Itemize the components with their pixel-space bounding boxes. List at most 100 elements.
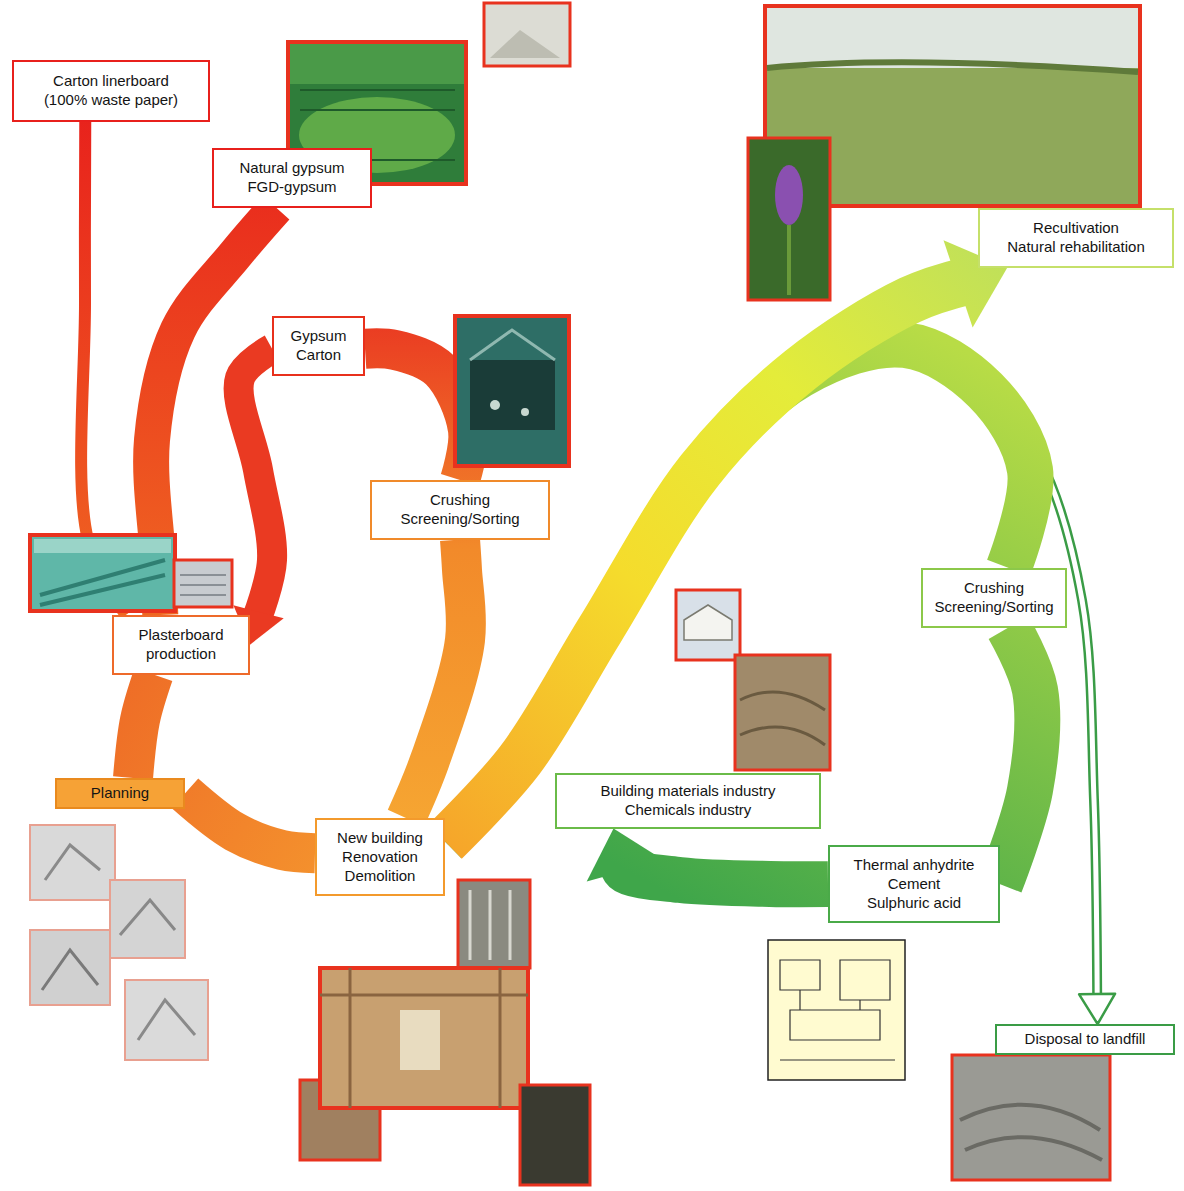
crusher-photo xyxy=(455,316,569,466)
factory-photo xyxy=(30,535,175,611)
house xyxy=(684,605,732,640)
process-flowchart xyxy=(768,940,905,1080)
photo-frame xyxy=(952,1055,1110,1180)
orchid-stem xyxy=(787,225,791,295)
node-text: Crushing xyxy=(382,491,538,510)
node-text: Screening/Sorting xyxy=(382,510,538,529)
flow-ribbon xyxy=(133,675,153,779)
window xyxy=(400,1010,440,1070)
industry-box: Building materials industryChemicals ind… xyxy=(555,773,821,829)
photo-frame xyxy=(455,316,569,466)
node-text: Cement xyxy=(840,875,988,894)
ribbon-band xyxy=(185,793,315,853)
construction-photos xyxy=(300,880,590,1185)
arrow-head xyxy=(1079,994,1115,1024)
ribbon-band xyxy=(1000,628,1037,885)
process-box: CrushingScreening/Sorting xyxy=(921,568,1067,628)
ribbon-band xyxy=(406,540,466,819)
flow-ribbon xyxy=(365,348,468,480)
orchid-photo xyxy=(748,138,830,300)
flow-ribbon xyxy=(233,349,283,645)
outcome-box: Disposal to landfill xyxy=(995,1024,1175,1055)
production-line xyxy=(40,560,165,605)
factory-roof xyxy=(34,539,171,553)
crusher-body xyxy=(470,360,555,430)
stage-box: Planning xyxy=(55,778,185,809)
sky xyxy=(767,8,1138,68)
sketch-line xyxy=(42,950,98,990)
node-text: Chemicals industry xyxy=(567,801,809,820)
node-text: Disposal to landfill xyxy=(1007,1030,1163,1049)
node-text: Carton xyxy=(282,346,355,365)
ribbon-band xyxy=(445,281,968,842)
board-stack-photo xyxy=(174,560,232,607)
photo-frame xyxy=(458,880,530,968)
timber xyxy=(320,968,528,1108)
flow-ribbon xyxy=(185,793,315,853)
ribbon-band xyxy=(365,348,468,480)
sketch-photo xyxy=(30,825,115,900)
ribbon-band xyxy=(133,675,153,779)
recycled-material-box: GypsumCarton xyxy=(272,316,365,376)
arrow-head xyxy=(587,829,664,882)
photo-frame xyxy=(174,560,232,607)
sketch-line xyxy=(45,845,100,880)
debris xyxy=(521,408,529,416)
sketch-photo xyxy=(125,980,208,1060)
orchid-flower xyxy=(775,165,803,225)
process-box: Plasterboard production xyxy=(112,615,250,675)
board-edge xyxy=(180,575,226,595)
flow-ribbon xyxy=(587,829,828,885)
node-text: Plasterboard production xyxy=(126,626,236,664)
process-box: CrushingScreening/Sorting xyxy=(370,480,550,540)
building-photos xyxy=(676,590,830,770)
stage-box: New buildingRenovationDemolition xyxy=(315,818,445,896)
node-text: Natural rehabilitation xyxy=(990,238,1162,257)
photo-frame xyxy=(735,655,830,770)
sketch-line xyxy=(138,1000,195,1040)
outcome-box: RecultivationNatural rehabilitation xyxy=(978,208,1174,268)
crusher-hopper xyxy=(470,330,555,360)
node-text: Crushing xyxy=(931,579,1057,598)
tree-line xyxy=(767,62,1138,72)
node-text: Carton linerboard (100% waste paper) xyxy=(36,72,186,110)
photo-frame xyxy=(484,3,570,66)
material-box: Natural gypsumFGD-gypsum xyxy=(212,148,372,208)
photo-frame xyxy=(676,590,740,660)
flowchart-lines xyxy=(780,960,895,1060)
debris xyxy=(490,400,500,410)
node-text: Screening/Sorting xyxy=(931,598,1057,617)
node-text: Demolition xyxy=(327,867,433,886)
landfill-photo xyxy=(952,1055,1110,1180)
ribbon-band xyxy=(239,349,273,619)
node-text: New building xyxy=(327,829,433,848)
node-text: FGD-gypsum xyxy=(224,178,360,197)
photo-roof xyxy=(290,44,464,84)
product-box: Thermal anhydriteCementSulphuric acid xyxy=(828,845,1000,923)
node-text: Recultivation xyxy=(990,219,1162,238)
quarry-terrace xyxy=(740,692,825,745)
gypsum-pile-photo xyxy=(484,3,570,66)
landfill-slope xyxy=(960,1105,1102,1160)
planning-sketches xyxy=(30,825,208,1060)
ribbon-band xyxy=(623,862,828,884)
node-text: Sulphuric acid xyxy=(840,894,988,913)
photo-frame xyxy=(320,968,528,1108)
flow-ribbon xyxy=(1000,628,1037,885)
flowchart-sheet xyxy=(768,940,905,1080)
flow-ribbon xyxy=(445,240,1007,841)
material-box: Carton linerboard (100% waste paper) xyxy=(12,60,210,122)
pile-shape xyxy=(490,30,560,58)
node-text: Renovation xyxy=(327,848,433,867)
node-text: Thermal anhydrite xyxy=(840,856,988,875)
stud xyxy=(470,890,510,960)
photo-frame xyxy=(520,1085,590,1185)
sketch-photo xyxy=(30,930,110,1005)
node-text: Planning xyxy=(67,784,173,803)
flow-ribbon xyxy=(406,540,466,819)
photo-frame xyxy=(30,535,175,611)
sketch-photo xyxy=(110,880,185,958)
node-text: Gypsum xyxy=(282,327,355,346)
node-text: Natural gypsum xyxy=(224,159,360,178)
sketch-line xyxy=(120,900,175,935)
